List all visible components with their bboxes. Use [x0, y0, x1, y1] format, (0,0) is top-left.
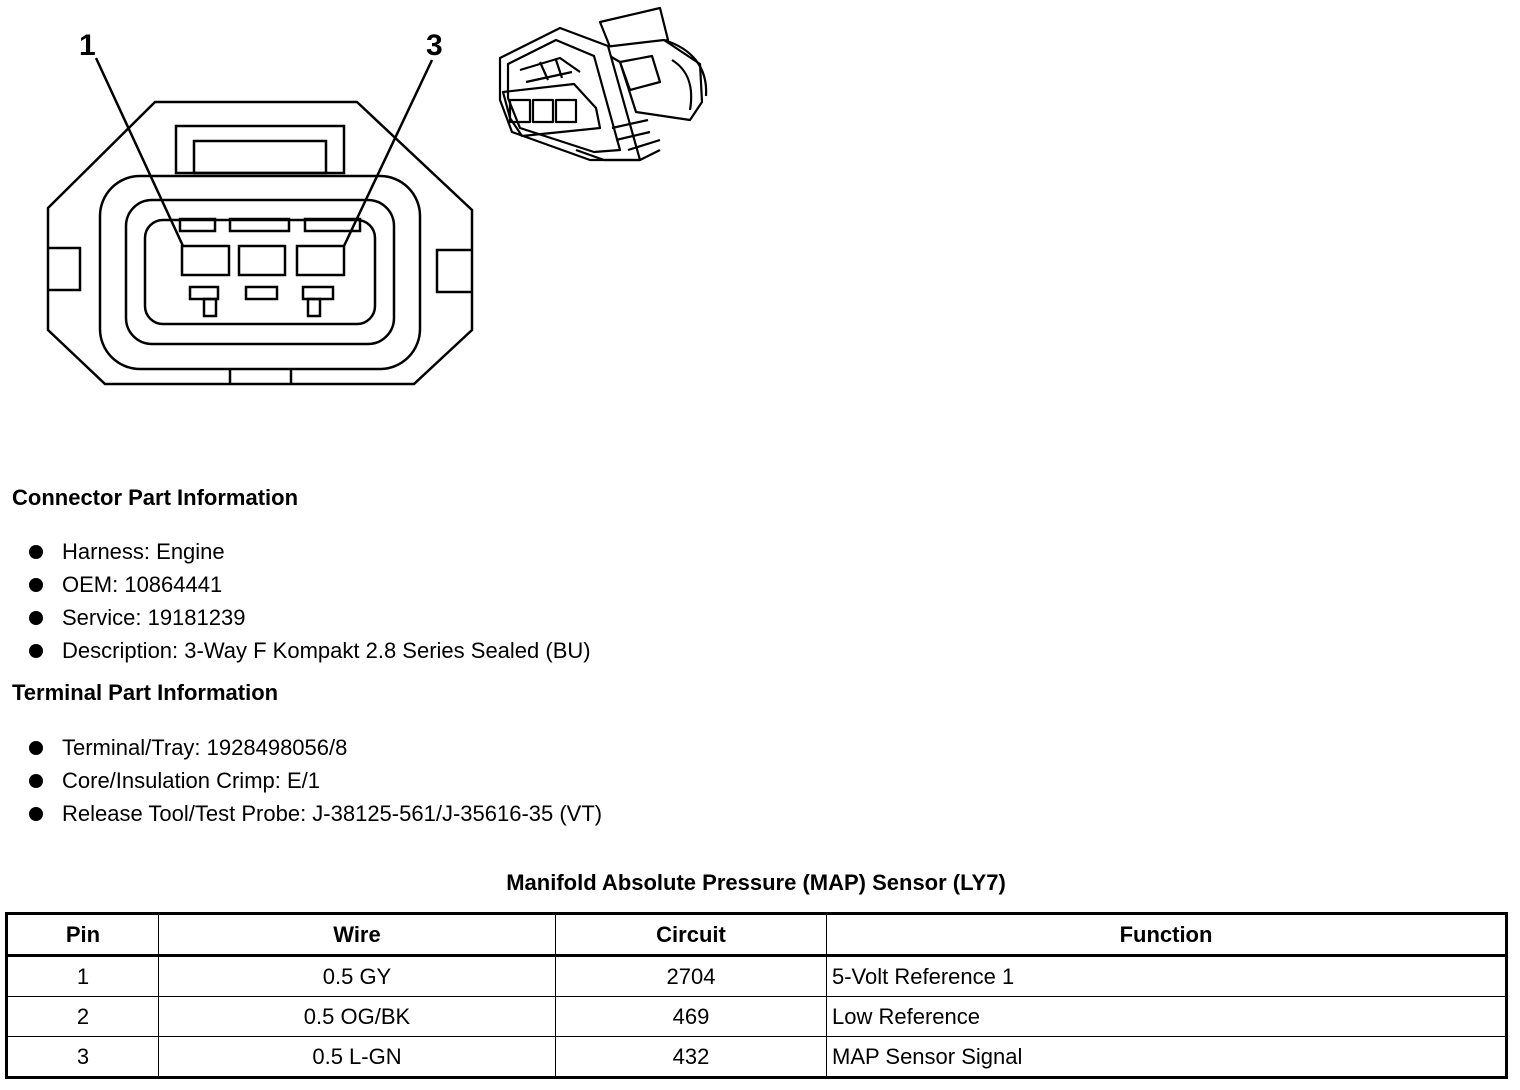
table-row: 1 0.5 GY 2704 5-Volt Reference 1 [6, 955, 1507, 997]
cell-pin: 1 [6, 955, 159, 997]
cell-wire: 0.5 GY [158, 955, 556, 997]
pin-callout-1: 1 [79, 29, 96, 62]
connector-diagram: 1 3 [46, 6, 708, 386]
pin-callout-3: 3 [426, 29, 443, 62]
header-wire: Wire [158, 913, 556, 957]
cell-pin: 3 [6, 1036, 159, 1078]
header-function: Function [826, 913, 1507, 957]
table-row: 2 0.5 OG/BK 469 Low Reference [6, 996, 1507, 1037]
pinout-table: Pin Wire Circuit Function 1 0.5 GY 2704 … [5, 912, 1508, 1079]
list-item: Service: 19181239 [0, 601, 591, 634]
bullet-icon [29, 807, 43, 821]
list-item: Harness: Engine [0, 535, 591, 568]
cell-function: 5-Volt Reference 1 [826, 955, 1507, 997]
connector-part-info-heading: Connector Part Information [12, 485, 299, 510]
terminal-part-info-list: Terminal/Tray: 1928498056/8 Core/Insulat… [0, 731, 602, 830]
connector-front-view [46, 100, 474, 386]
header-circuit: Circuit [555, 913, 827, 957]
table-header-row: Pin Wire Circuit Function [6, 913, 1507, 957]
bullet-icon [29, 578, 43, 592]
connector-isometric-view [498, 6, 708, 162]
list-item: OEM: 10864441 [0, 568, 591, 601]
list-item-text: Release Tool/Test Probe: J-38125-561/J-3… [62, 801, 603, 826]
list-item-text: Service: 19181239 [62, 605, 246, 630]
list-item-text: OEM: 10864441 [62, 572, 223, 597]
table-row: 3 0.5 L-GN 432 MAP Sensor Signal [6, 1036, 1507, 1078]
list-item: Terminal/Tray: 1928498056/8 [0, 731, 602, 764]
bullet-icon [29, 774, 43, 788]
list-item: Release Tool/Test Probe: J-38125-561/J-3… [0, 797, 602, 830]
list-item-text: Core/Insulation Crimp: E/1 [62, 768, 320, 793]
list-item-text: Harness: Engine [62, 539, 225, 564]
list-item: Description: 3-Way F Kompakt 2.8 Series … [0, 634, 591, 667]
list-item-text: Description: 3-Way F Kompakt 2.8 Series … [62, 638, 591, 663]
list-item: Core/Insulation Crimp: E/1 [0, 764, 602, 797]
cell-wire: 0.5 OG/BK [158, 996, 556, 1037]
callout-leader-lines [94, 57, 434, 247]
cell-circuit: 469 [555, 996, 827, 1037]
cell-wire: 0.5 L-GN [158, 1036, 556, 1078]
bullet-icon [29, 741, 43, 755]
connector-part-info-list: Harness: Engine OEM: 10864441 Service: 1… [0, 535, 591, 667]
cell-pin: 2 [6, 996, 159, 1037]
bullet-icon [29, 611, 43, 625]
header-pin: Pin [6, 913, 159, 957]
list-item-text: Terminal/Tray: 1928498056/8 [62, 735, 348, 760]
bullet-icon [29, 545, 43, 559]
cell-circuit: 432 [555, 1036, 827, 1078]
bullet-icon [29, 644, 43, 658]
terminal-part-info-heading: Terminal Part Information [12, 680, 279, 705]
table-title: Manifold Absolute Pressure (MAP) Sensor … [506, 870, 1006, 895]
cell-function: MAP Sensor Signal [826, 1036, 1507, 1078]
cell-circuit: 2704 [555, 955, 827, 997]
cell-function: Low Reference [826, 996, 1507, 1037]
